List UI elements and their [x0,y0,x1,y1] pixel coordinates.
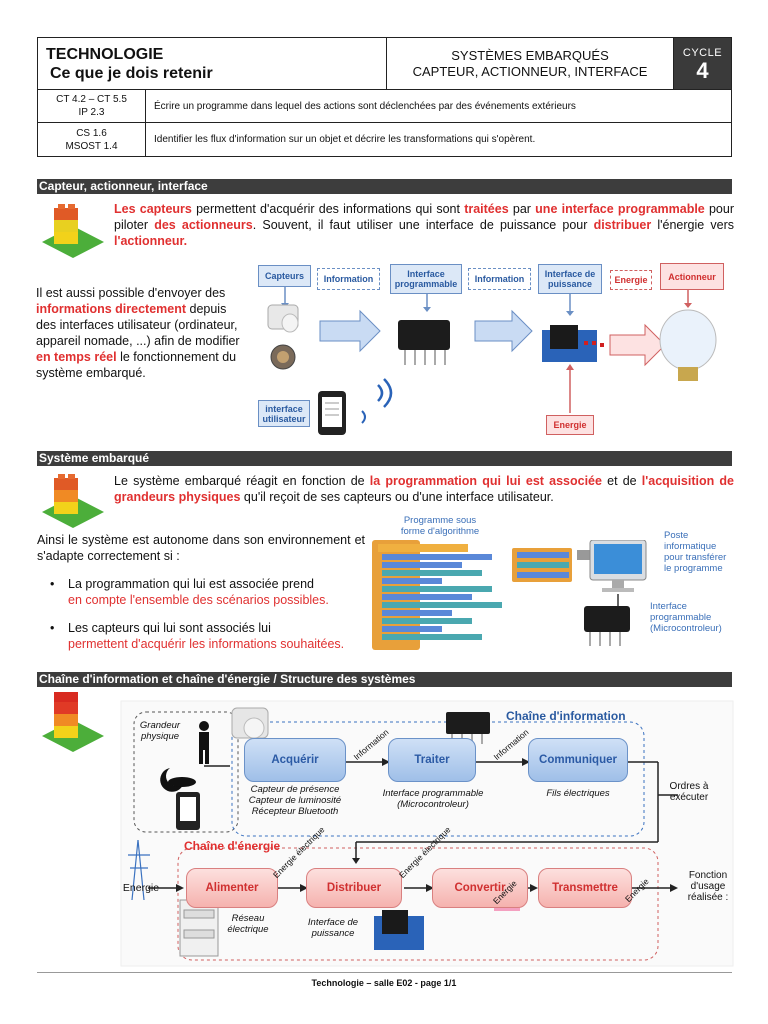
code-line: IP 2.3 [78,107,105,118]
text-span: Il est aussi possible d'envoyer des [36,286,226,300]
node-transmettre: Transmettre [538,868,632,908]
page-footer: Technologie – salle E02 - page 1/1 [311,978,457,988]
doc-subtitle: Ce que je dois retenir [50,64,213,82]
topic-cell: SYSTÈMES EMBARQUÉS CAPTEUR, ACTIONNEUR, … [386,37,674,90]
bullet-text: permettent d'acquérir les informations s… [68,637,345,651]
caption-interface: Interface programmable (Microcontroleur) [650,601,722,634]
box-information: Information [468,268,531,290]
section-bar-systeme: Système embarqué [37,451,732,466]
bullet-text: en compte l'ensemble des scénarios possi… [68,593,329,607]
topic-line-2: CAPTEUR, ACTIONNEUR, INTERFACE [412,63,648,79]
topic-line-1: SYSTÈMES EMBARQUÉS [451,47,609,63]
header-table: TECHNOLOGIE Ce que je dois retenir SYSTÈ… [36,37,732,157]
caption-poste: Poste informatique pour transférer le pr… [664,530,727,574]
grandeur-label: Grandeur physique [139,720,181,742]
energie-input-label: Energie [122,882,160,894]
text-span: l'énergie vers [651,218,734,232]
text-span: Le système embarqué réagit en fonction d… [114,474,370,488]
text-span: permettent d'acquérir des informations q… [191,202,465,216]
competence-desc: Écrire un programme dans lequel des acti… [145,89,732,123]
ordres-label: Ordres à exécuter [669,781,709,803]
text-span: traitées [464,202,509,216]
systeme-paragraph: Le système embarqué réagit en fonction d… [114,473,734,505]
chain-info-title: Chaîne d'information [506,709,626,723]
lego-bricks-icon [42,474,104,528]
bullet-text: La programmation qui lui est associée pr… [68,577,314,591]
text-span: une interface programmable [535,202,705,216]
text-span: des actionneurs [154,218,253,232]
box-interface-puissance: Interface de puissance [538,264,602,294]
programming-graphics [372,540,647,650]
section-bar-chaine: Chaîne d'information et chaîne d'énergie… [37,672,732,687]
text-span: par [508,202,536,216]
code-line: CS 1.6 [76,127,107,139]
lego-bricks-icon [42,692,104,752]
flow-graphics [267,287,717,435]
text-span: Les capteurs [114,202,192,216]
cycle-label: CYCLE [682,46,723,59]
header-title-cell: TECHNOLOGIE Ce que je dois retenir [36,37,388,90]
competence-code: CT 4.2 – CT 5.5 IP 2.3 [37,89,146,123]
reseau-caption: Réseau électrique [227,913,269,935]
fonction-label: Fonction d'usage réalisée : [687,870,729,903]
box-interface-utilisateur: interface utilisateur [258,400,310,427]
intro-paragraph: Les capteurs permettent d'acquérir des i… [114,201,734,249]
interface-puissance-caption: Interface de puissance [307,917,359,939]
autonome-paragraph: Ainsi le système est autonome dans son e… [37,533,365,563]
competence-desc: Identifier les flux d'information sur un… [145,122,732,157]
node-convertir: Convertir [432,868,528,908]
text-span: informations directement [36,302,187,316]
caption-programme: Programme sous forme d'algorithme [400,515,480,537]
box-interface-programmable: Interface programmable [390,264,462,294]
text-span: et de [601,474,642,488]
node-communiquer: Communiquer [528,738,628,782]
bullet-item: • Les capteurs qui lui sont associés lui… [50,620,370,652]
bullet-text: Les capteurs qui lui sont associés lui [68,621,271,635]
section-bar-capteur: Capteur, actionneur, interface [37,179,732,194]
text-span: distribuer [593,218,652,232]
text-span: la programmation qui lui est associée [369,474,602,488]
text-span: pour piloter [114,202,734,232]
text-span: qu'il reçoit de ses capteurs ou d'une in… [240,490,554,504]
direct-info-paragraph: Il est aussi possible d'envoyer des info… [36,285,241,381]
box-energie: Energie [610,270,652,290]
node-alimenter: Alimenter [186,868,278,908]
box-energie-2: Energie [546,415,594,435]
doc-title: TECHNOLOGIE [46,45,164,63]
bullet-icon: • [50,577,55,591]
cycle-number: 4 [696,57,709,83]
traiter-caption: Interface programmable (Microcontroleur) [382,788,484,810]
node-traiter: Traiter [388,738,476,782]
box-capteurs: Capteurs [258,265,311,287]
text-span: l'acquisition de grandeurs physiques [114,474,734,504]
node-distribuer: Distribuer [306,868,402,908]
chain-energie-title: Chaîne d'énergie [184,839,281,853]
node-acquerir: Acquérir [244,738,346,782]
text-span: le fonctionnement du système embarqué. [36,350,237,380]
text-span: . Souvent, il faut utiliser une interfac… [252,218,594,232]
communiquer-caption: Fils électriques [546,788,610,799]
text-span: l'actionneur. [114,234,188,248]
bullet-icon: • [50,621,55,635]
lego-bricks-icon [42,204,104,258]
box-actionneur: Actionneur [660,263,724,290]
cycle-cell: CYCLE 4 [673,37,732,90]
footer-divider [37,972,732,973]
code-line: MSOST 1.4 [65,140,118,152]
text-span: en temps réel [36,350,117,364]
box-information: Information [317,268,380,290]
bullet-item: • La programmation qui lui est associée … [50,576,370,608]
competence-code: CS 1.6 MSOST 1.4 [37,122,146,157]
code-line: CT 4.2 – CT 5.5 [56,94,127,105]
text-span: depuis des interfaces utilisateur (ordin… [36,302,240,348]
acquerir-caption: Capteur de présence Capteur de luminosit… [248,784,342,817]
